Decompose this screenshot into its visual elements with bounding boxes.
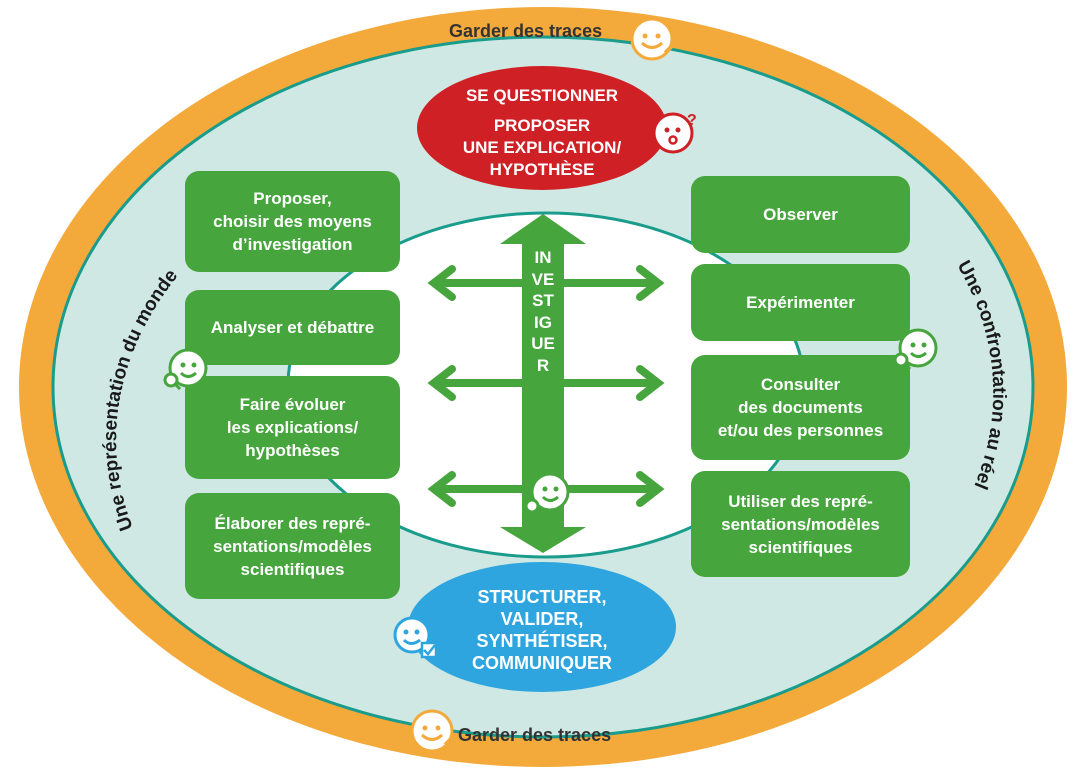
left-box-2-text: Analyser et débattre <box>210 318 375 337</box>
left-box-2: Analyser et débattre <box>185 290 400 365</box>
right-box-1: Observer <box>691 176 910 253</box>
checkbox-face-icon <box>393 616 438 659</box>
left-box-1: Proposer, choisir des moyens d’investiga… <box>185 171 400 272</box>
ring-bottom-label: Garder des traces <box>458 725 612 745</box>
bottom-bubble-shape <box>408 562 676 692</box>
investiguer-label: INVESTIGUER <box>531 248 555 375</box>
left-box-1-text: Proposer, choisir des moyens d’investiga… <box>213 189 372 254</box>
left-box-4-text: Élaborer des repré- sentations/modèles s… <box>213 513 372 579</box>
left-box-3-text: Faire évoluer les explications/ hypothès… <box>226 395 359 460</box>
magnifier-face-icon-left <box>163 348 208 391</box>
right-box-2: Expérimenter <box>691 264 910 341</box>
right-box-3-text: Consulter des documents et/ou des person… <box>717 375 884 440</box>
left-box-4: Élaborer des repré- sentations/modèles s… <box>185 493 400 599</box>
right-box-1-text: Observer <box>763 205 838 224</box>
top-bubble-title: SE QUESTIONNER <box>465 86 619 105</box>
pencil-face-icon <box>630 17 674 61</box>
ring-top-label: Garder des traces <box>449 21 603 41</box>
top-bubble-text: PROPOSER UNE EXPLICATION/ HYPOTHÈSE <box>462 116 622 179</box>
magnifier-face-icon-right <box>893 328 938 371</box>
horizontal-arrows <box>427 265 665 507</box>
right-box-4: Utiliser des repré- sentations/modèles s… <box>691 471 910 577</box>
question-face-icon: ? <box>652 112 697 154</box>
svg-text:?: ? <box>687 112 697 129</box>
right-box-3: Consulter des documents et/ou des person… <box>691 355 910 460</box>
left-box-3: Faire évoluer les explications/ hypothès… <box>185 376 400 479</box>
magnifier-face-icon-center <box>524 472 570 517</box>
top-bubble-shape <box>417 66 667 190</box>
right-box-2-text: Expérimenter <box>746 293 855 312</box>
pencil-face-icon-bottom <box>410 709 454 753</box>
right-box-4-text: Utiliser des repré- sentations/modèles s… <box>721 491 880 557</box>
bottom-bubble-text: STRUCTURER, VALIDER, SYNTHÉTISER, COMMUN… <box>472 587 612 673</box>
